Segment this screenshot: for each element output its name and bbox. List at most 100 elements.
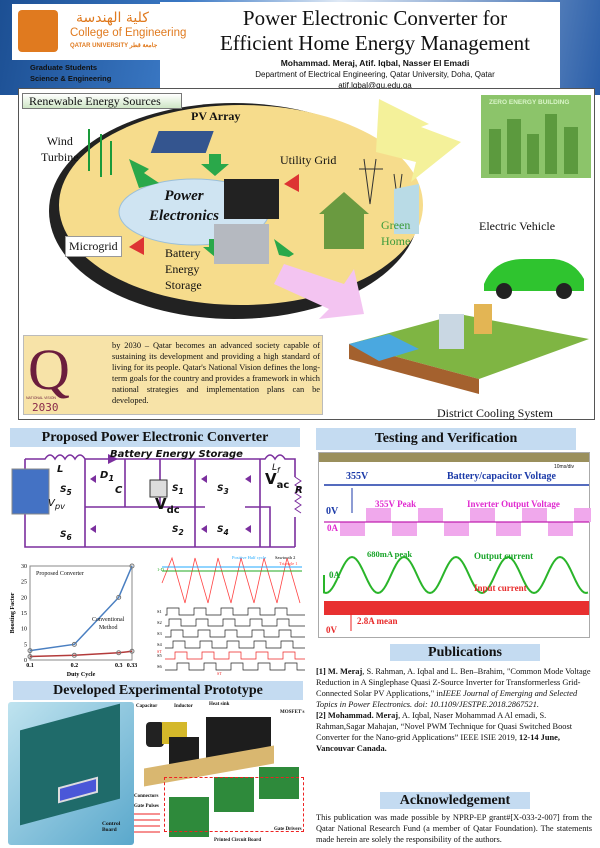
title-line1: Power Electronic Converter for <box>242 6 508 30</box>
s3-label: S3 <box>217 484 229 496</box>
input-current-label: Input current <box>474 583 527 593</box>
wind-arrow-icon <box>129 159 159 188</box>
cooling-arrow-icon <box>274 264 364 319</box>
mosfet-label: MOSFET's <box>280 710 305 715</box>
green-home-line2: Home <box>381 234 411 248</box>
inverter-voltage-neg <box>340 522 365 536</box>
y-tick-label: 15 <box>21 611 27 617</box>
s2-label: S2 <box>172 525 184 537</box>
cooling-building <box>474 304 492 334</box>
power-board-photo: Capacitor Inductor Heat sink MOSFET's Co… <box>134 702 306 845</box>
vpv-sub: pv <box>54 501 66 511</box>
publication-item: [1] M. Meraj, S. Rahman, A. Iqbal and L.… <box>316 666 592 710</box>
microgrid-arrow-icon <box>129 237 144 255</box>
scope-brand: YOKOGAWA <box>322 462 352 468</box>
resistor-icon <box>294 476 302 514</box>
s5-label: S5 <box>60 485 72 497</box>
peak-voltage-label: 355V Peak <box>375 499 417 509</box>
gate-signal-label: S6 <box>157 664 163 669</box>
pcb-label: Printed Circuit Board <box>214 838 262 843</box>
s5-main: S <box>60 485 67 495</box>
data-point <box>129 648 135 654</box>
title-line2: Efficient Home Energy Management <box>219 31 531 55</box>
conv-line2: Method <box>98 625 118 631</box>
st-label: ST <box>157 649 162 654</box>
email: atif.lqbal@qu.edu.qa <box>338 81 412 90</box>
logo-university: QATAR UNIVERSITY جامعة قطر <box>70 43 158 49</box>
qatar-vision-logo: Q <box>28 337 70 402</box>
gate-signal-label: S3 <box>157 631 163 636</box>
battery-line2: Energy <box>165 262 200 276</box>
proposed-annotation: Proposed Converter <box>36 571 84 577</box>
inverter-voltage-pos <box>470 508 495 522</box>
inverter-voltage-neg <box>392 522 417 536</box>
district-cooling-image <box>349 314 589 379</box>
oa-label-2: 0A <box>329 570 340 580</box>
pub-lead-author: M. Meraj <box>327 667 363 676</box>
inverter-voltage-neg <box>496 522 521 536</box>
gate-driver-image <box>214 777 254 812</box>
heatsink-label: Heat sink <box>209 702 230 707</box>
cooling-building <box>439 314 464 349</box>
x-axis-label: Duty Cycle <box>67 672 96 678</box>
pv-panel-image <box>150 131 214 153</box>
s1-main: S <box>172 484 179 494</box>
pwm-label: Triangle 1 <box>279 561 297 566</box>
s4-label: S4 <box>217 525 229 537</box>
wind-line2: Turbine <box>41 150 79 164</box>
gate-signal-trace <box>165 629 305 638</box>
lf-sub: f <box>277 465 280 475</box>
plot-area <box>29 565 133 661</box>
overview-diagram <box>49 95 591 394</box>
publications-heading: Publications <box>390 644 540 661</box>
series-line <box>29 565 133 652</box>
inductor-l-label: L <box>57 464 64 475</box>
gate-signal-label: S4 <box>157 642 163 647</box>
logo-emblem-icon <box>18 10 58 52</box>
control-board-pcb <box>20 703 120 826</box>
unit-line2: Science & Engineering <box>30 74 112 83</box>
ev-arrow-icon <box>394 184 419 234</box>
acknowledgement-heading: Acknowledgement <box>380 792 530 809</box>
data-point <box>27 654 33 660</box>
prototype-heading: Developed Experimental Prototype <box>13 681 303 700</box>
inverter-voltage-pos <box>574 508 591 522</box>
control-board-label: Control Board <box>102 821 121 833</box>
vdc-sub: dc <box>166 505 180 516</box>
s5-sub: 5 <box>66 487 72 497</box>
x-tick-label: 0.3 <box>115 663 123 669</box>
green-home-icon <box>319 192 369 249</box>
pub-lead-author: Mohammad. Meraj <box>327 711 399 720</box>
gate-pulse-arrows-icon <box>134 813 160 833</box>
oa-label-1: 0A <box>327 523 338 533</box>
converter-circuit <box>11 454 302 548</box>
capacitor-image <box>146 722 164 747</box>
utility-grid-image <box>359 158 403 205</box>
solar-panel-icon <box>11 468 50 515</box>
d1-sub: 1 <box>108 473 115 483</box>
s2-sub: 2 <box>178 527 184 537</box>
x-tick-label: 0.33 <box>127 663 138 669</box>
lf-main: L <box>272 463 278 473</box>
home-arrow-icon <box>274 239 294 257</box>
ev-wheel <box>556 283 572 299</box>
inverter-voltage-label: Inverter Output Voltage <box>467 499 560 509</box>
connectors-label: Connectors <box>134 794 159 799</box>
y-tick-label: 30 <box>21 564 27 570</box>
s1-label: S1 <box>172 484 184 496</box>
st-label: ST <box>217 671 222 676</box>
gate-pulses-label: Gate Pulses <box>134 804 159 809</box>
capacitor-c-label: C <box>115 485 123 496</box>
authors: Mohammad. Meraj, Atif. Iqbal, Nasser El … <box>280 58 470 68</box>
gate-signal-label: S2 <box>157 620 162 625</box>
scope-topbar: YOKOGAWA <box>319 453 589 468</box>
pub-num: [2] <box>316 711 326 720</box>
acknowledgement-text: This publication was made possible by NP… <box>316 813 592 844</box>
x-tick-label: 0.1 <box>26 663 34 669</box>
microgrid-label: Microgrid <box>65 236 122 257</box>
vdc-main: V <box>155 495 167 513</box>
battery-voltage-label: Battery/capacitor Voltage <box>447 471 556 482</box>
